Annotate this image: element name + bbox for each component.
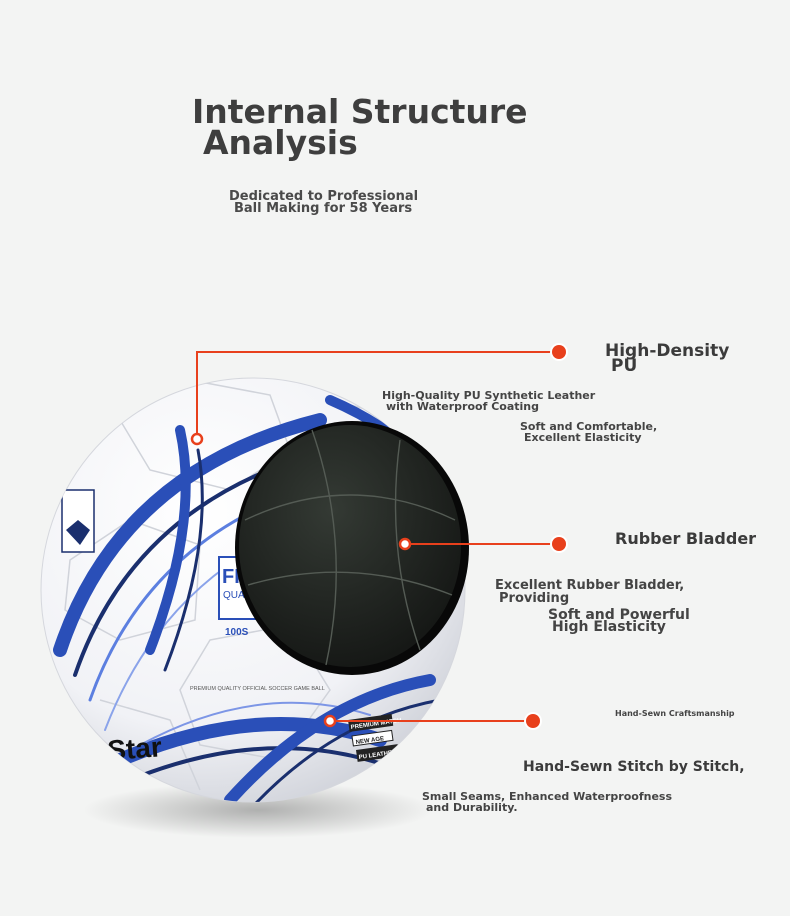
bladder-title: Rubber Bladder <box>615 529 757 548</box>
pu-marker-dot <box>552 345 566 359</box>
callout-dots <box>190 343 568 730</box>
pu-title-line-1: High-Density <box>605 341 730 361</box>
bladder-desc-2-line-1: Soft and Powerful <box>548 607 690 623</box>
bladder-description-1: Excellent Rubber Bladder, Providing <box>495 579 684 605</box>
bladder-desc-1-line-1: Excellent Rubber Bladder, <box>495 578 685 593</box>
brand-text: Star <box>106 731 163 766</box>
pu-title: High-Density PU <box>605 341 730 376</box>
stitch-description: Small Seams, Enhanced Waterproofness and… <box>422 791 672 813</box>
stitch-marker-dot <box>526 714 540 728</box>
stitch-anchor-dot <box>323 714 337 728</box>
pu-description-1: High-Quality PU Synthetic Leather with W… <box>382 390 595 412</box>
callout-lines <box>196 351 559 722</box>
bladder-marker-dot <box>552 537 566 551</box>
pu-desc-1-line-2: with Waterproof Coating <box>386 400 539 413</box>
pu-anchor-dot <box>190 432 204 446</box>
section-title: Internal Structure Analysis <box>192 92 528 162</box>
title-line-1: Internal Structure <box>192 92 528 131</box>
stitch-title-line-1: Hand-Sewn Stitch by Stitch, <box>523 759 745 775</box>
bladder-description-2: Soft and Powerful High Elasticity <box>548 607 690 635</box>
stitch-desc-line-2: and Durability. <box>426 801 518 814</box>
pu-description-2: Soft and Comfortable, Excellent Elastici… <box>520 421 657 443</box>
model-label: 100S <box>225 627 249 638</box>
pu-desc-1-line-1: High-Quality PU Synthetic Leather <box>382 389 596 402</box>
title-line-2: Analysis <box>203 123 358 162</box>
panel-text: PREMIUM QUALITY OFFICIAL SOCCER GAME BAL… <box>190 686 325 692</box>
rubber-bladder <box>239 425 461 667</box>
subtitle-line-2: Ball Making for 58 Years <box>234 201 413 216</box>
subtitle-line-1: Dedicated to Professional <box>229 189 419 204</box>
stitch-desc-line-1: Small Seams, Enhanced Waterproofness <box>422 790 673 803</box>
section-subtitle: Dedicated to Professional Ball Making fo… <box>229 189 419 216</box>
pu-title-line-2: PU <box>611 356 638 376</box>
stitch-small-label: Hand-Sewn Craftsmanship <box>615 709 735 718</box>
premium-tag-2: NEW AGE <box>355 736 384 746</box>
bladder-anchor-dot <box>398 537 412 551</box>
pu-desc-2-line-1: Soft and Comfortable, <box>520 420 658 433</box>
bladder-desc-2-line-2: High Elasticity <box>552 619 666 635</box>
ball-shadow <box>83 782 433 838</box>
bladder-seams <box>244 429 456 666</box>
bladder-title-line-1: Rubber Bladder <box>615 529 757 548</box>
pu-desc-2-line-2: Excellent Elasticity <box>524 431 642 444</box>
premium-tag-3: PU LEATHER <box>358 750 397 761</box>
eagle-icon <box>66 520 90 545</box>
stitch-title: Hand-Sewn Stitch by Stitch, <box>523 760 745 775</box>
bladder-desc-1-line-2: Providing <box>499 591 570 606</box>
